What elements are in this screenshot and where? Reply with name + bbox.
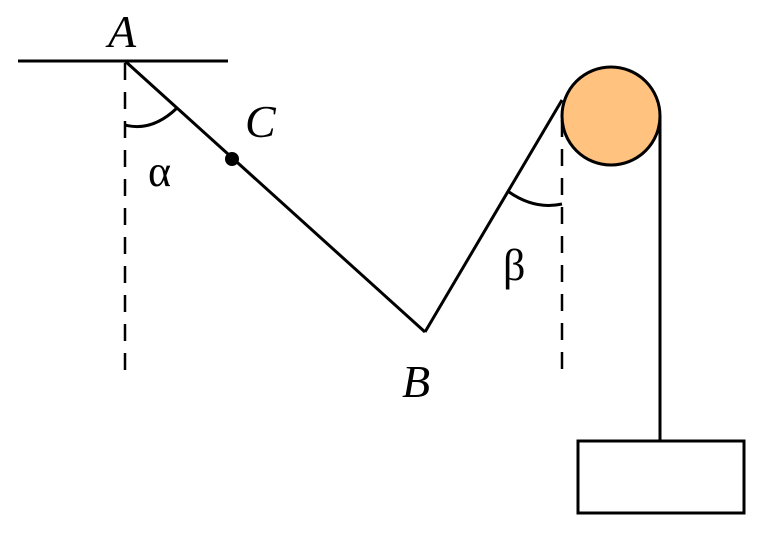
rope-segment-b-pulley [423,99,564,333]
point-c-dot [225,152,239,166]
label-point-b: B [402,356,430,407]
angle-arc-beta [508,190,563,207]
angle-arc-alpha [124,106,179,129]
label-point-c: C [245,96,277,147]
label-angle-beta: β [503,241,525,290]
pulley-wheel [560,65,662,167]
rope-segment-ab [123,59,427,334]
label-angle-alpha: α [148,147,171,196]
hanging-block [576,439,746,515]
label-point-a: A [105,6,137,57]
